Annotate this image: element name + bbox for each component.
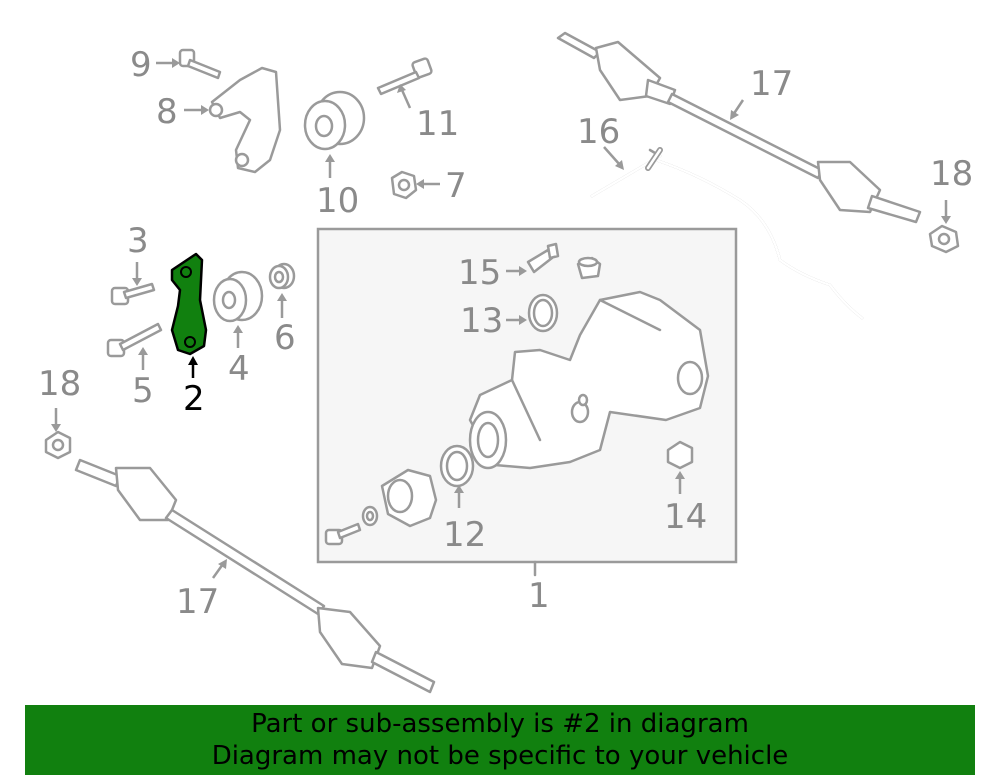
part-14-plug (666, 440, 694, 470)
callout-7: 7 (445, 166, 467, 206)
info-banner: Part or sub-assembly is #2 in diagram Di… (25, 705, 975, 775)
callout-17-bottom: 17 (176, 582, 219, 622)
part-17-axle-shaft-top (556, 31, 922, 224)
part-4-bushing (212, 270, 264, 323)
banner-line-1: Part or sub-assembly is #2 in diagram (251, 709, 749, 739)
part-6-bushing (268, 262, 296, 290)
callout-11: 11 (416, 104, 459, 144)
part-8-bracket (208, 66, 282, 174)
callout-17-top: 17 (750, 64, 793, 104)
part-5-bolt (106, 322, 163, 358)
banner-line-2: Diagram may not be specific to your vehi… (211, 741, 789, 771)
part-3-bolt (110, 282, 156, 306)
callout-5: 5 (132, 371, 154, 411)
callout-12: 12 (443, 515, 486, 555)
part-7-nut (390, 170, 418, 200)
callout-18-right: 18 (930, 154, 973, 194)
callout-18-left: 18 (38, 364, 81, 404)
callout-1: 1 (528, 576, 550, 616)
callout-3: 3 (127, 221, 149, 261)
part-2-bracket-highlighted (170, 252, 208, 356)
part-13-seal (527, 293, 559, 333)
callout-2: 2 (183, 379, 205, 419)
callout-13: 13 (460, 301, 503, 341)
part-11-bolt (376, 57, 433, 96)
callout-14: 14 (664, 497, 707, 537)
part-18-nut-right (928, 224, 960, 254)
flange-yoke (324, 468, 438, 546)
callout-15: 15 (458, 253, 501, 293)
part-10-bushing (303, 90, 366, 151)
callout-4: 4 (228, 349, 250, 389)
parts-diagram: 9 8 10 11 7 17 16 18 3 5 4 6 2 18 17 15 … (38, 31, 973, 694)
callout-8: 8 (156, 92, 178, 132)
leader-lines (51, 58, 951, 579)
part-9-bolt (178, 48, 222, 80)
part-17-axle-shaft-bottom (74, 458, 436, 694)
part-1-differential-housing (468, 290, 710, 470)
drain-plug (576, 256, 602, 280)
part-12-seal (439, 444, 475, 488)
callout-16: 16 (577, 112, 620, 152)
part-15-sensor (526, 242, 560, 274)
part-18-nut-left (44, 430, 72, 460)
callout-9: 9 (130, 45, 152, 85)
callout-10: 10 (316, 181, 359, 221)
part-16-vent-tube (590, 147, 864, 320)
callout-6: 6 (274, 318, 296, 358)
